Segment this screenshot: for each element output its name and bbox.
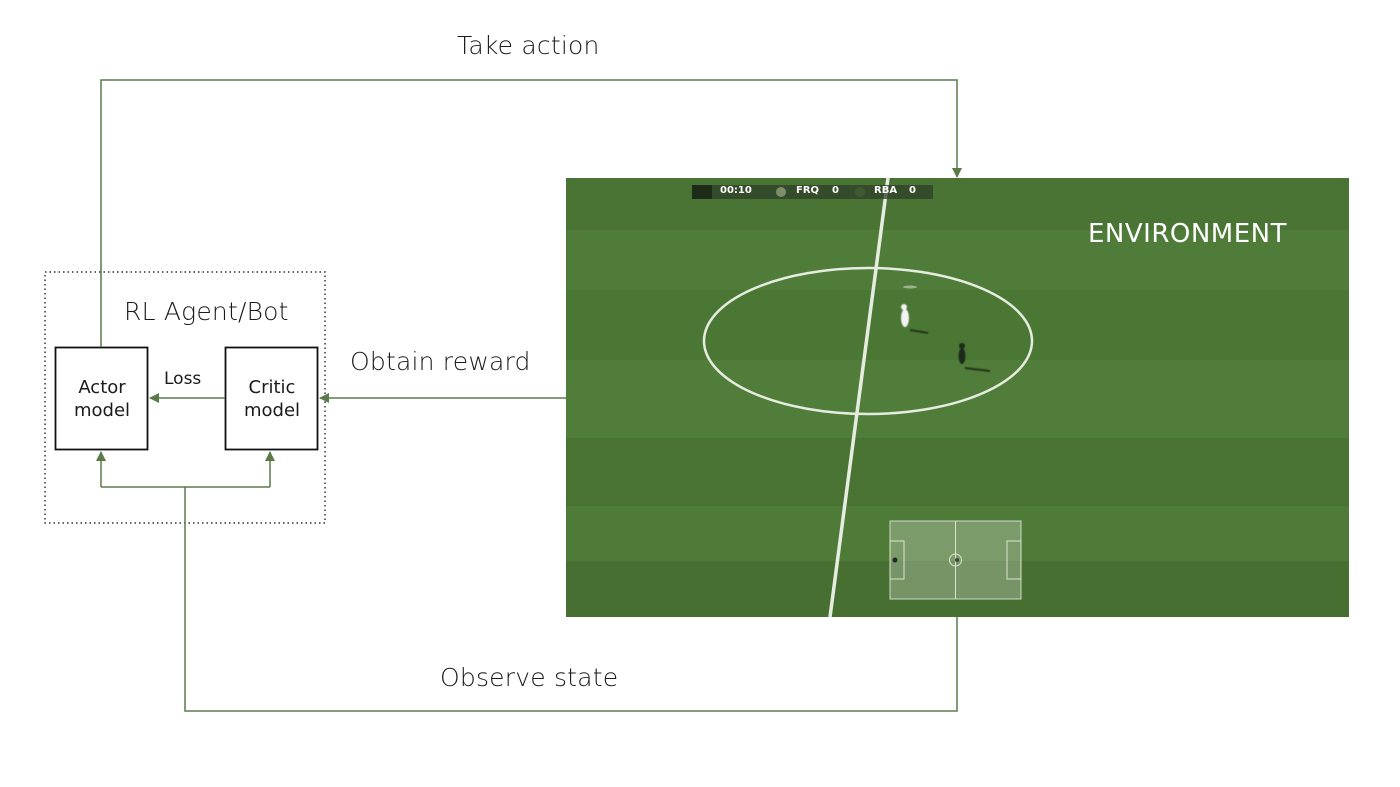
halfway-line xyxy=(828,177,890,618)
observe-state-arrow xyxy=(184,487,958,712)
hud-team-away: RBA xyxy=(874,185,898,196)
player-white xyxy=(901,304,929,334)
take-action-label: Take action xyxy=(457,31,600,60)
minimap xyxy=(889,520,1022,600)
environment-screen xyxy=(566,177,1349,618)
obtain-reward-label: Obtain reward xyxy=(350,347,531,376)
environment-label: ENVIRONMENT xyxy=(1088,219,1288,249)
pitch-stripe xyxy=(566,506,1349,561)
observe-state-label: Observe state xyxy=(440,663,619,692)
critic-model-label: Critic model xyxy=(226,376,318,422)
critic-label-line1: Critic xyxy=(248,377,296,398)
pitch-stripe xyxy=(566,438,1349,506)
hud-score-away: 0 xyxy=(909,185,916,196)
critic-model-box xyxy=(224,346,319,451)
actor-model-box xyxy=(54,346,149,451)
player-dark xyxy=(958,343,991,372)
pitch-stripe xyxy=(566,561,1349,617)
actor-label-line1: Actor xyxy=(78,377,126,398)
actor-label-line2: model xyxy=(73,400,131,421)
critic-label-line2: model xyxy=(243,400,301,421)
centre-circle xyxy=(702,266,1034,416)
pitch-stripe xyxy=(566,290,1349,360)
player-marker xyxy=(903,285,917,289)
actor-model-label: Actor model xyxy=(56,376,148,422)
game-hud-bar xyxy=(692,185,933,199)
hud-clock: 00:10 xyxy=(720,185,752,196)
loss-label: Loss xyxy=(164,369,202,389)
pitch-stripe xyxy=(566,360,1349,438)
take-action-arrow xyxy=(100,79,962,347)
agent-title: RL Agent/Bot xyxy=(124,297,289,326)
hud-team-home: FRQ xyxy=(796,185,820,196)
hud-score-home: 0 xyxy=(832,185,839,196)
